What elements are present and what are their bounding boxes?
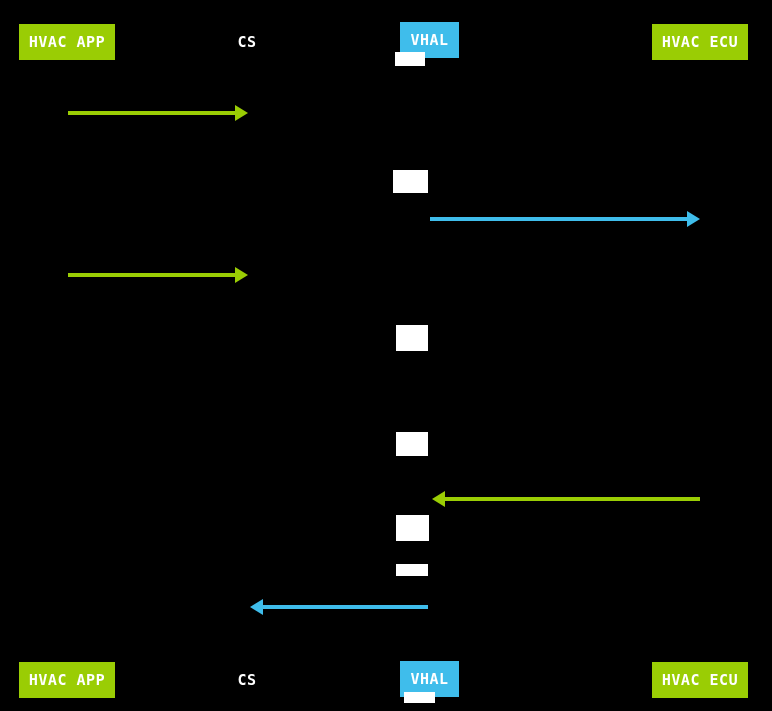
arrow-shaft <box>68 273 239 277</box>
redacted-label-3 <box>396 325 428 351</box>
lifeline-label-text: HVAC APP <box>28 671 106 689</box>
arrow-head-right-icon <box>687 211 700 227</box>
redacted-label-1 <box>395 52 425 66</box>
lifeline-cs-top[interactable]: CS <box>213 24 281 60</box>
lifeline-label-text: VHAL <box>410 31 449 49</box>
arrow-shaft <box>68 111 239 115</box>
arrow-head-right-icon <box>235 267 248 283</box>
lifeline-vhal-bottom[interactable]: VHAL <box>400 661 459 697</box>
arrow-shaft <box>259 605 428 609</box>
lifeline-label-text: HVAC ECU <box>661 33 739 51</box>
lifeline-label-text: HVAC APP <box>28 33 106 51</box>
redacted-label-6 <box>396 564 428 576</box>
arrow-head-right-icon <box>235 105 248 121</box>
lifeline-hvac-app-top[interactable]: HVAC APP <box>19 24 115 60</box>
redacted-label-7 <box>404 692 435 703</box>
lifeline-hvac-ecu-bottom[interactable]: HVAC ECU <box>652 662 748 698</box>
lifeline-hvac-app-bottom[interactable]: HVAC APP <box>19 662 115 698</box>
redacted-label-4 <box>396 432 428 456</box>
arrow-shaft <box>430 217 691 221</box>
lifeline-label-text: CS <box>237 671 257 689</box>
lifeline-label-text: VHAL <box>410 670 449 688</box>
lifeline-label-text: HVAC ECU <box>661 671 739 689</box>
arrow-head-left-icon <box>432 491 445 507</box>
lifeline-cs-bottom[interactable]: CS <box>213 662 281 698</box>
redacted-label-2 <box>393 170 428 193</box>
arrow-head-left-icon <box>250 599 263 615</box>
redacted-label-5 <box>396 515 429 541</box>
lifeline-label-text: CS <box>237 33 257 51</box>
lifeline-hvac-ecu-top[interactable]: HVAC ECU <box>652 24 748 60</box>
arrow-shaft <box>441 497 700 501</box>
